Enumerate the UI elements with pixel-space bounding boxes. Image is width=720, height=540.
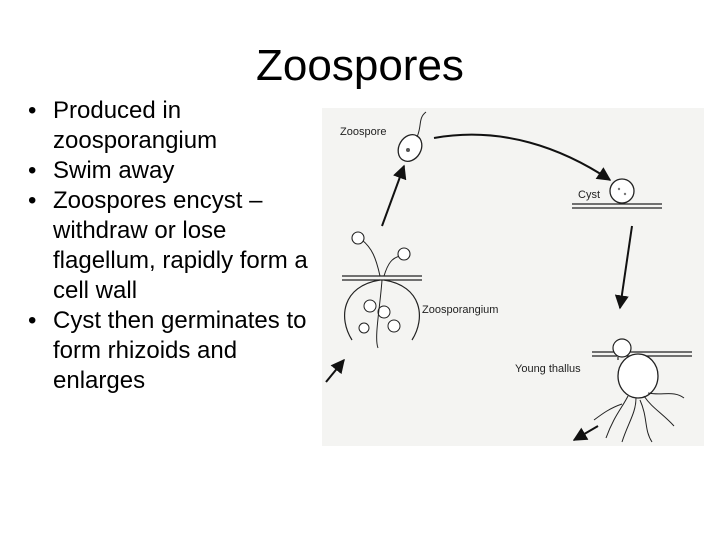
arrow-zoosporangium-to-zoospore — [381, 164, 407, 227]
arrow-zoospore-to-cyst — [433, 133, 612, 181]
slide-title-text: Zoospores — [256, 41, 464, 90]
zoospore-drawing — [397, 111, 427, 162]
label-cyst: Cyst — [578, 189, 600, 201]
arrow-cyst-to-thallus — [614, 225, 633, 310]
label-young-thallus: Young thallus — [515, 363, 581, 375]
bullet-item: Swim away — [28, 156, 328, 186]
life-cycle-diagram: Zoospore Cyst Young thallus — [322, 108, 704, 446]
zoosporangium-drawing — [342, 231, 422, 349]
bullet-item: Zoospores encyst – withdraw or lose flag… — [28, 186, 328, 306]
arrow-thallus-pointer — [572, 425, 599, 441]
bullet-item: Produced in zoosporangium — [28, 96, 328, 156]
bullet-item: Cyst then germinates to form rhizoids an… — [28, 306, 328, 396]
cyst-drawing — [572, 178, 662, 209]
life-cycle-figure: Zoospore Cyst Young thallus — [322, 108, 704, 446]
young-thallus-drawing — [592, 338, 692, 443]
slide-title: Zoospores — [0, 40, 720, 92]
bullet-list: Produced in zoosporangium Swim away Zoos… — [28, 96, 328, 396]
label-zoosporangium: Zoosporangium — [422, 304, 498, 316]
label-zoospore: Zoospore — [340, 126, 386, 138]
arrow-lower-left — [325, 358, 345, 383]
